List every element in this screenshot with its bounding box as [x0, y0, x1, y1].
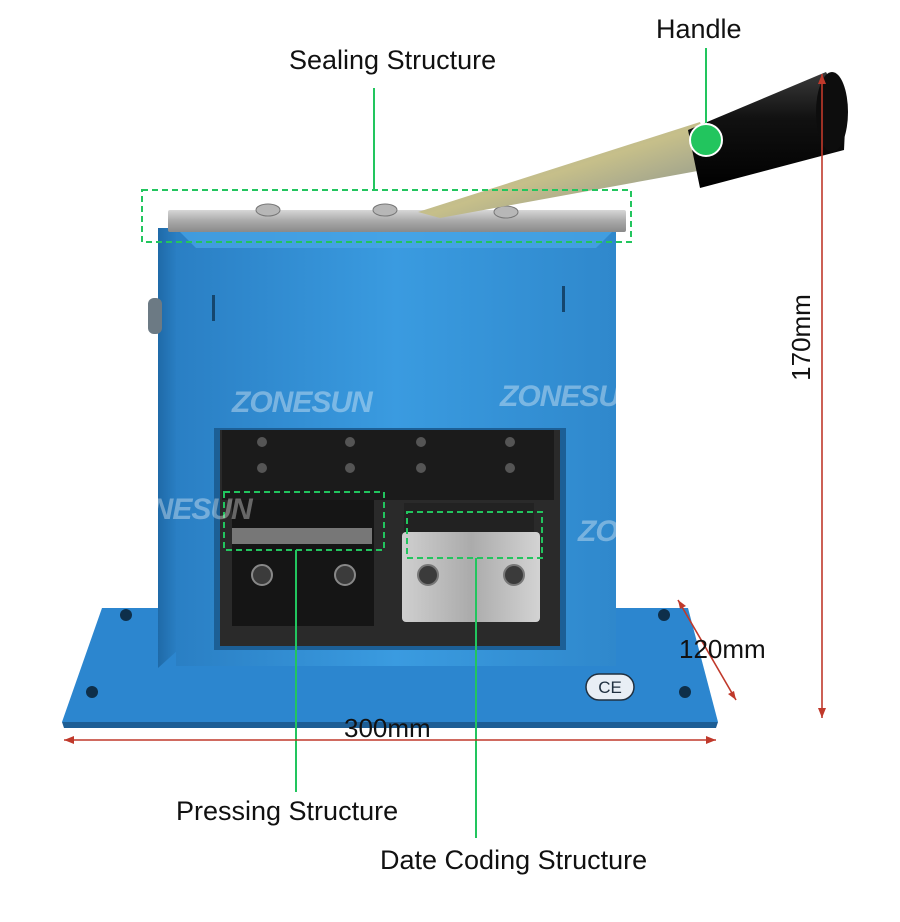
handle-marker	[689, 123, 723, 157]
body-left-side	[158, 228, 178, 668]
pressing-teeth	[232, 528, 372, 544]
coding-screw	[503, 564, 525, 586]
watermark: ZONESUN	[112, 493, 253, 526]
ce-mark	[585, 673, 635, 701]
sealing-bolt	[372, 203, 398, 217]
base-hole	[658, 609, 670, 621]
watermark: ZONESUN	[500, 380, 641, 413]
date-coding-structure-label: Date Coding Structure	[380, 845, 648, 875]
sealing-bolt	[255, 203, 281, 217]
lever-arm	[418, 122, 714, 218]
handle-grip	[688, 72, 846, 188]
coding-head	[404, 503, 534, 533]
pressing-block	[232, 500, 374, 626]
sealing-structure-label: Sealing Structure	[289, 45, 497, 75]
depth-dimension-line	[677, 599, 737, 701]
sealing-callout-box	[141, 189, 632, 243]
coding-plate	[402, 532, 540, 622]
upper-jaw	[222, 430, 554, 500]
width-dimension-label: 300mm	[344, 713, 431, 743]
watermark: ZONESUN	[578, 515, 719, 548]
handle-end	[816, 72, 848, 152]
pressing-screw	[334, 564, 356, 586]
base-plate-edge	[62, 722, 718, 728]
ce-mark-text: CE	[598, 678, 622, 697]
sealing-bar	[168, 210, 626, 232]
sealing-bolt	[493, 205, 519, 219]
slot	[562, 286, 565, 312]
slot	[212, 295, 215, 321]
pressing-callout-box	[223, 491, 385, 551]
coding-screw	[417, 564, 439, 586]
height-dimension-label: 170mm	[785, 294, 816, 381]
watermark: ZONESUN	[232, 386, 373, 419]
base-hole	[120, 609, 132, 621]
pressing-screw	[251, 564, 273, 586]
pressing-structure-label: Pressing Structure	[176, 796, 399, 826]
side-knob	[148, 298, 162, 334]
base-hole	[86, 686, 98, 698]
base-hole	[679, 686, 691, 698]
handle-label: Handle	[656, 14, 742, 44]
upper-jaw-screws	[257, 437, 515, 473]
depth-dimension-label: 120mm	[679, 634, 766, 664]
